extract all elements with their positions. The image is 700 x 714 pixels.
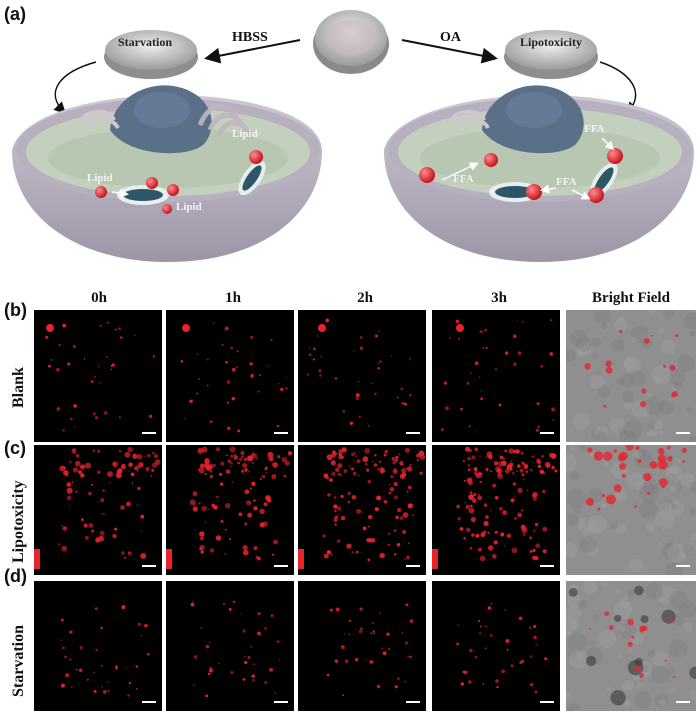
scale-bar (406, 565, 420, 567)
scale-bar (540, 565, 554, 567)
panel-d-letter: (d) (4, 566, 27, 586)
micrograph-lipotoxicity-2h (298, 445, 426, 575)
scale-bar (406, 432, 420, 434)
panel-a-letter: (a) (4, 4, 26, 24)
micrograph-lipotoxicity-3h (432, 445, 560, 575)
lipotoxicity-dish (504, 30, 598, 79)
column-header-2h: 2h (357, 290, 373, 306)
scale-bar (676, 701, 690, 703)
micrograph-blank-bright-field (566, 310, 696, 442)
micrograph-lipotoxicity-bright-field (566, 445, 696, 575)
lipid-label-3: Lipid (176, 201, 202, 213)
panel-a-illustration: Lipid Lipid Lipid FFA FFA FFA (12, 10, 694, 262)
column-header-bright-field: Bright Field (592, 290, 670, 306)
micrograph-blank-1h (166, 310, 294, 442)
left-curve-arrow (53, 61, 97, 115)
ffa-label-3: FFA (556, 176, 577, 188)
scale-bar (274, 565, 288, 567)
micrograph-starvation-bright-field (566, 581, 696, 711)
hbss-label: HBSS (232, 30, 268, 45)
panel-b-letter: (b) (4, 300, 27, 320)
scale-bar (406, 701, 420, 703)
scale-bar (274, 432, 288, 434)
row-label-lipotoxicity: Lipotoxicity (10, 480, 27, 563)
ffa-label-1: FFA (584, 123, 605, 135)
micrograph-blank-2h (298, 310, 426, 442)
scale-bar (142, 565, 156, 567)
column-header-3h: 3h (491, 290, 507, 306)
starvation-dish (104, 30, 198, 79)
hbss-arrow (204, 39, 301, 64)
micrograph-starvation-0h (34, 581, 162, 711)
scale-bar (142, 701, 156, 703)
lipotoxicity-dish-label: Lipotoxicity (520, 35, 582, 49)
scale-bar (274, 701, 288, 703)
micrograph-starvation-2h (298, 581, 426, 711)
scale-bar (540, 432, 554, 434)
lipid-label-1: Lipid (232, 128, 258, 140)
ffa-label-2: FFA (453, 173, 474, 185)
scale-bar (142, 432, 156, 434)
oa-arrow (401, 39, 498, 64)
scale-bar (676, 432, 690, 434)
column-header-0h: 0h (91, 290, 107, 306)
oa-label: OA (440, 30, 461, 45)
micrograph-lipotoxicity-0h (34, 445, 162, 575)
micrograph-lipotoxicity-1h (166, 445, 294, 575)
column-header-1h: 1h (225, 290, 241, 306)
scale-bar (540, 701, 554, 703)
micrograph-blank-0h (34, 310, 162, 442)
scale-bar (676, 565, 690, 567)
micrograph-starvation-1h (166, 581, 294, 711)
row-label-blank: Blank (10, 367, 27, 408)
micrograph-starvation-3h (432, 581, 560, 711)
row-label-starvation: Starvation (10, 625, 27, 697)
lipid-label-2: Lipid (87, 172, 113, 184)
left-cell: Lipid Lipid Lipid (12, 85, 322, 262)
panel-c-letter: (c) (4, 438, 26, 458)
right-cell: FFA FFA FFA (384, 85, 694, 262)
center-dish (313, 10, 389, 74)
starvation-dish-label: Starvation (118, 35, 172, 49)
micrograph-blank-3h (432, 310, 560, 442)
